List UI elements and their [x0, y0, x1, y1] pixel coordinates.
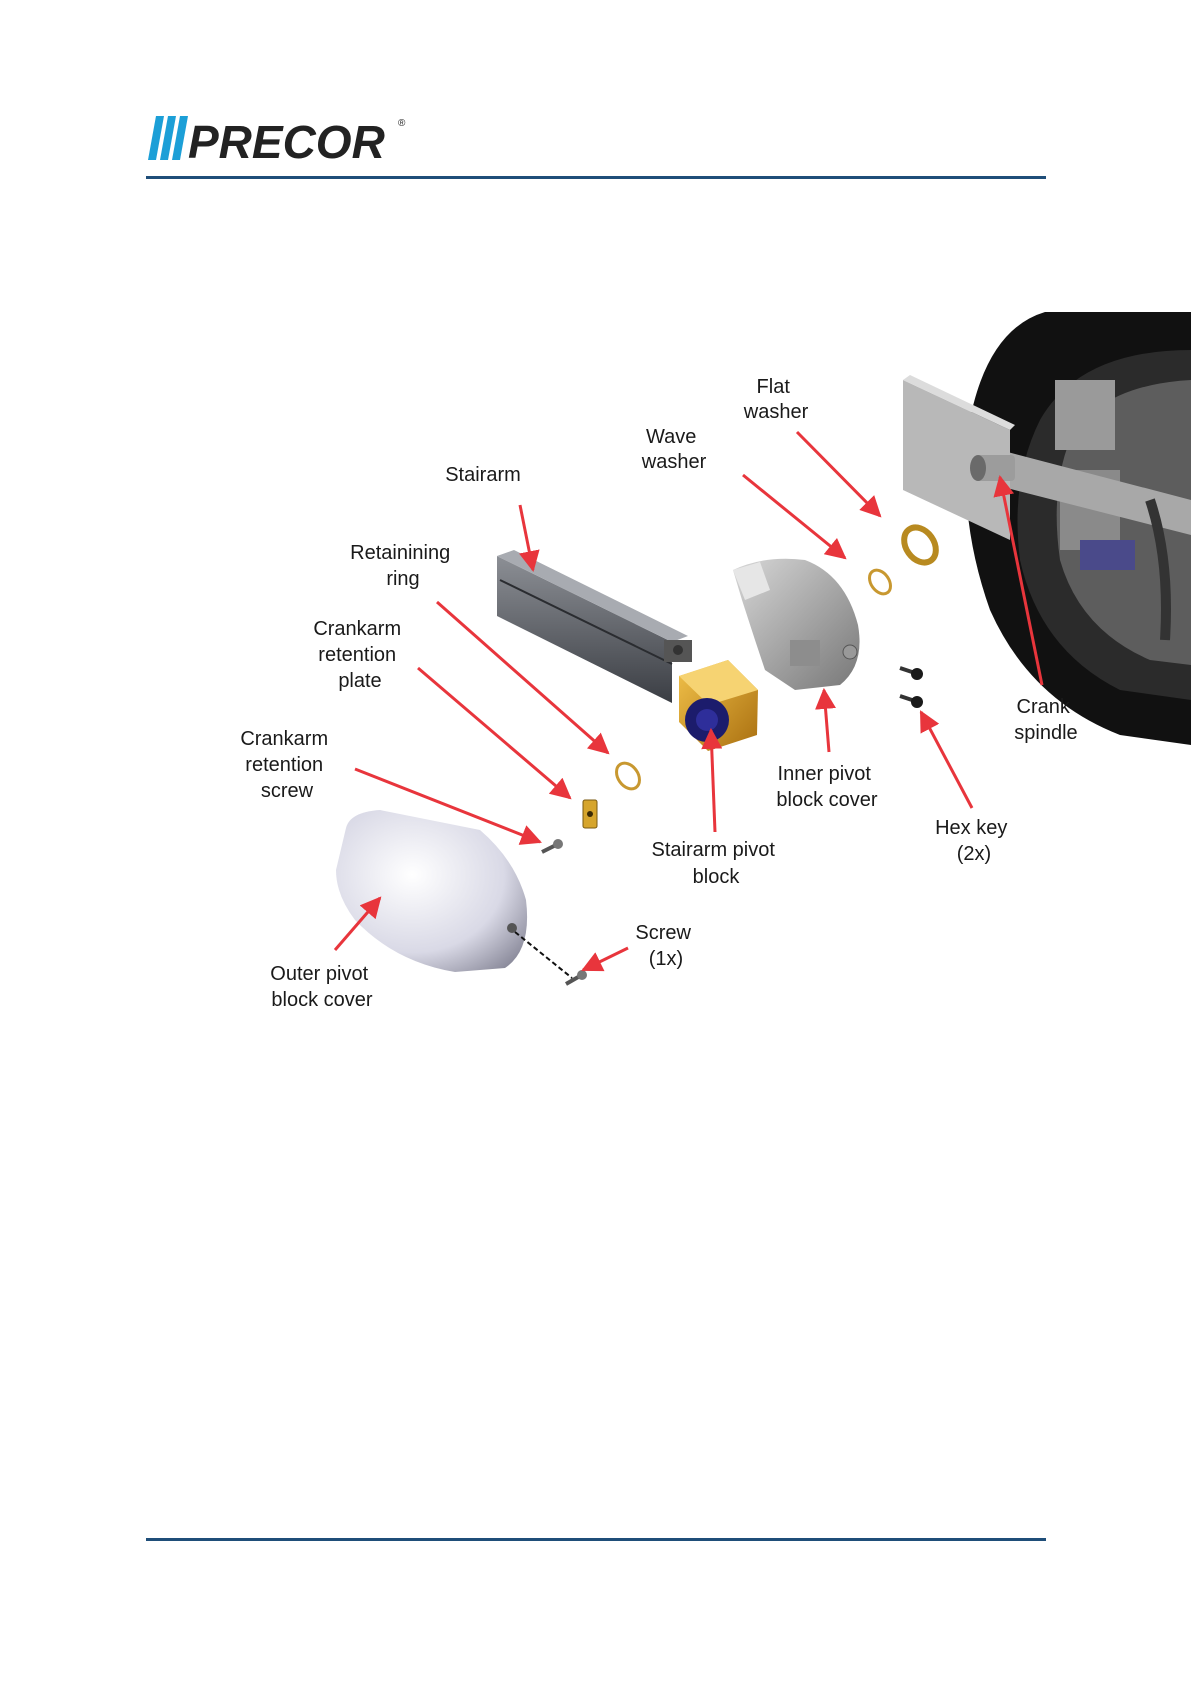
flat-washer-part [898, 521, 943, 568]
exploded-assembly-diagram: Flat washer Wave washer Stairarm Retaini… [0, 300, 1191, 1040]
logo-stripes [148, 116, 188, 160]
label-wave-washer: Wave washer [641, 426, 707, 473]
logo-wordmark: PRECOR [188, 116, 385, 164]
crankarm-retention-plate-part [583, 800, 597, 828]
precor-logo: PRECOR ® [146, 112, 416, 164]
label-crankarm-retention-screw: Crankarm retention screw [240, 728, 333, 802]
arrow-wave-washer [743, 475, 845, 558]
label-flat-washer: Flat washer [743, 376, 809, 423]
label-crank-spindle: Crank spindle [1014, 696, 1077, 744]
label-inner-pivot-block-cover: Inner pivot block cover [776, 763, 877, 811]
label-screw: Screw (1x) [635, 922, 696, 970]
arrow-screw [583, 948, 628, 970]
arrow-flat-washer [797, 432, 880, 516]
crankarm-retention-screw-part [542, 839, 563, 852]
label-outer-pivot-block-cover: Outer pivot block cover [270, 963, 373, 1011]
inner-pivot-block-cover-part [733, 559, 860, 690]
label-stairarm-pivot-block: Stairarm pivot block [652, 839, 781, 888]
arrow-hex-key [921, 712, 972, 808]
crank-spindle-part [970, 455, 1015, 481]
label-retaining-ring: Retainining ring [350, 542, 456, 590]
screw-part [515, 932, 587, 984]
arrow-crankarm-retention-plate [418, 668, 570, 798]
footer-rule [146, 1538, 1046, 1541]
label-stairarm: Stairarm [445, 464, 521, 486]
header-rule [146, 176, 1046, 179]
arrow-inner-pivot-block-cover [824, 690, 829, 752]
wave-washer-part [865, 566, 895, 598]
label-crankarm-retention-plate: Crankarm retention plate [313, 618, 406, 692]
logo-registered-mark: ® [398, 118, 406, 129]
retaining-ring-part [612, 759, 644, 793]
label-hex-key: Hex key (2x) [935, 817, 1013, 865]
outer-pivot-block-cover-part [336, 810, 527, 972]
stairarm-pivot-block-part [679, 660, 758, 751]
hex-key-part [900, 668, 923, 708]
